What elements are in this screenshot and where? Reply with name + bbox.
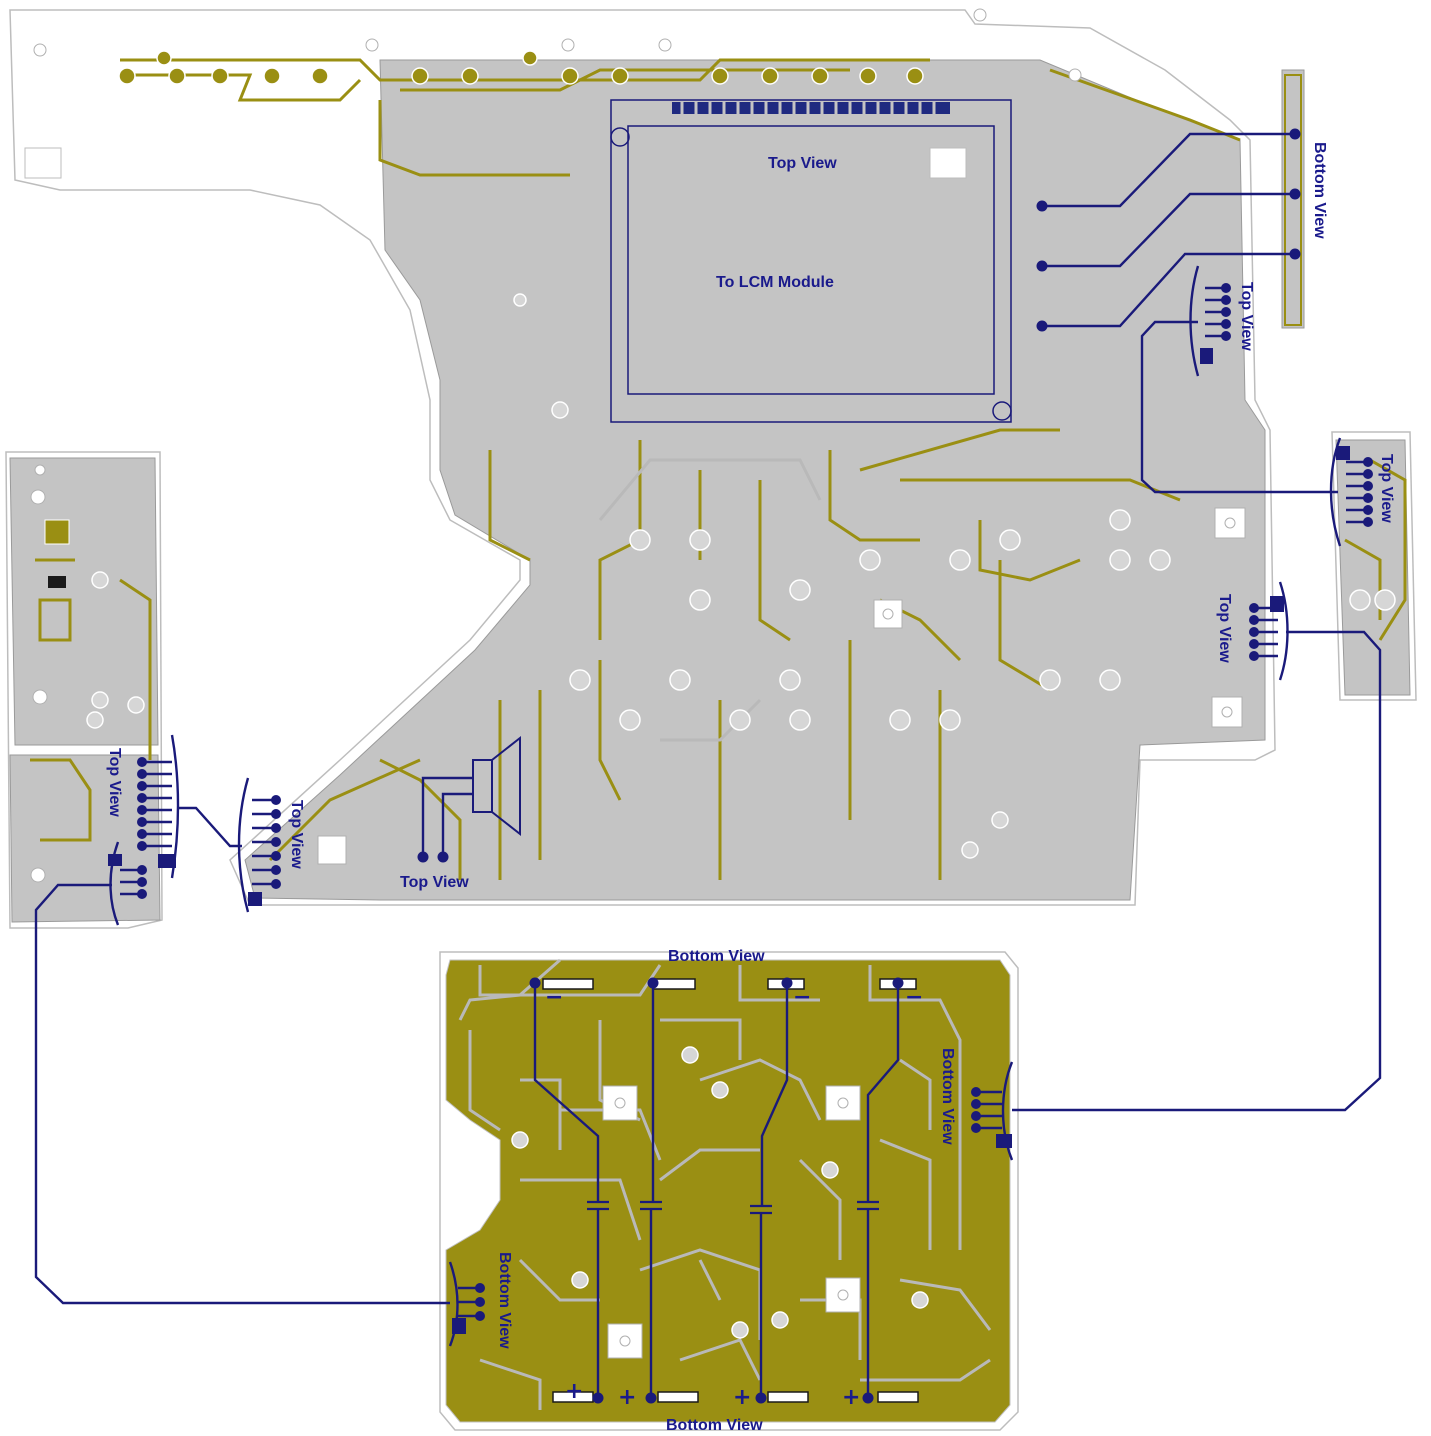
right-board bbox=[1331, 431, 1417, 701]
connector-icon bbox=[1189, 265, 1231, 377]
lcm-top-view-label: Top View bbox=[768, 155, 837, 172]
left-top-view-label-2: Top View bbox=[288, 800, 305, 869]
minus-label-1: − bbox=[545, 985, 563, 1010]
battery-bottom-view-label-top: Bottom View bbox=[668, 948, 765, 965]
minus-label-3: − bbox=[905, 985, 923, 1010]
right-top-view-label-3: Top View bbox=[1216, 594, 1233, 663]
labels: Top View To LCM Module Bottom View Top V… bbox=[106, 142, 1395, 1434]
connector-icon bbox=[137, 734, 180, 879]
battery-bottom-view-label-right: Bottom View bbox=[939, 1048, 956, 1145]
plus-label-4: + bbox=[842, 1385, 860, 1410]
mount-hole-icon bbox=[24, 8, 1246, 865]
left-top-view-label-1: Top View bbox=[106, 748, 123, 817]
main-board bbox=[9, 8, 1276, 906]
plus-label-1: + bbox=[565, 1379, 583, 1404]
left-board bbox=[5, 451, 163, 929]
lcm-module-frame bbox=[610, 99, 1012, 423]
plus-label-2: + bbox=[618, 1385, 636, 1410]
speaker-icon bbox=[417, 735, 521, 863]
speaker-top-view-label: Top View bbox=[400, 874, 469, 891]
plus-label-3: + bbox=[733, 1385, 751, 1410]
connector-icon bbox=[1329, 437, 1373, 547]
right-top-view-label-2: Top View bbox=[1378, 454, 1395, 523]
lower-board bbox=[439, 951, 1019, 1431]
minus-label-2: − bbox=[793, 985, 811, 1010]
connector-icon bbox=[237, 777, 281, 913]
mount-hole-icon bbox=[602, 1085, 861, 1359]
battery-bottom-view-label-left: Bottom View bbox=[496, 1252, 513, 1349]
connector-icon bbox=[971, 1061, 1014, 1161]
lcm-module-label: To LCM Module bbox=[716, 274, 834, 291]
right-top-view-label-1: Top View bbox=[1238, 282, 1255, 351]
battery-bottom-view-label-bottom: Bottom View bbox=[666, 1417, 763, 1434]
connector-icon bbox=[448, 1261, 485, 1347]
right-bottom-view-label: Bottom View bbox=[1311, 142, 1328, 239]
wiring bbox=[34, 128, 1382, 1404]
